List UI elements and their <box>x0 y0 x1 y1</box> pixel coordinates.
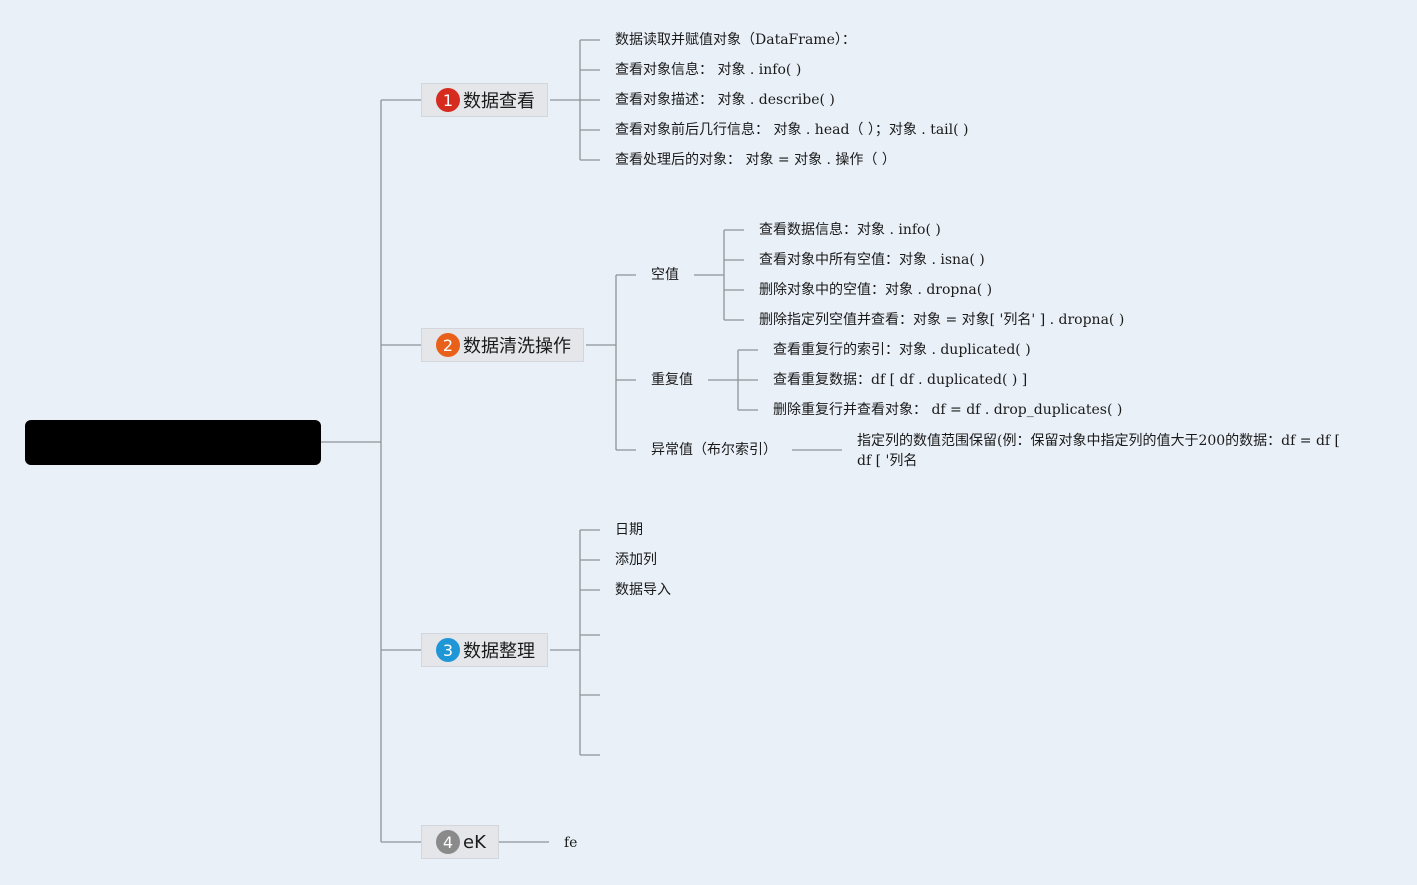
branch-data-organize[interactable]: 3 数据整理 <box>421 633 548 667</box>
leaf-item[interactable]: 查看对象前后几行信息： 对象 . head（ ）；对象 . tail( ) <box>615 122 969 138</box>
number-badge-4: 4 <box>436 830 460 854</box>
branch-title: eK <box>463 831 486 853</box>
leaf-item[interactable]: 查看重复行的索引：对象 . duplicated( ) <box>773 342 1031 358</box>
leaf-item[interactable]: 查看对象信息： 对象 . info( ) <box>615 62 802 78</box>
number-badge-3: 3 <box>436 638 460 662</box>
leaf-item[interactable]: 数据读取并赋值对象（DataFrame）： <box>615 32 856 48</box>
leaf-item[interactable]: fe <box>564 835 578 851</box>
number-badge-2: 2 <box>436 333 460 357</box>
subtopic-outliers[interactable]: 异常值（布尔索引） <box>651 442 777 458</box>
leaf-item[interactable]: 查看处理后的对象： 对象 = 对象 . 操作（ ） <box>615 152 896 168</box>
leaf-item[interactable]: 查看对象中所有空值：对象 . isna( ) <box>759 252 985 268</box>
branch-title: 数据查看 <box>463 91 535 112</box>
leaf-item[interactable]: 数据导入 <box>615 582 671 598</box>
root-node[interactable] <box>25 420 321 465</box>
leaf-item[interactable]: 日期 <box>615 522 643 538</box>
number-badge-1: 1 <box>436 88 460 112</box>
leaf-item[interactable]: 指定列的数值范围保留(例：保留对象中指定列的值大于200的数据：df = df … <box>857 433 1341 469</box>
leaf-item[interactable]: 查看数据信息：对象 . info( ) <box>759 222 941 238</box>
subtopic-duplicates[interactable]: 重复值 <box>651 372 693 388</box>
leaf-item[interactable]: 删除重复行并查看对象： df = df . drop_duplicates( ) <box>773 402 1123 418</box>
leaf-item[interactable]: 添加列 <box>615 552 657 568</box>
leaf-item[interactable]: 查看对象描述： 对象 . describe( ) <box>615 92 835 108</box>
leaf-item[interactable]: 删除对象中的空值：对象 . dropna( ) <box>759 282 993 298</box>
branch-title: 数据整理 <box>463 641 535 662</box>
branch-data-view[interactable]: 1 数据查看 <box>421 83 548 117</box>
leaf-item[interactable]: 删除指定列空值并查看：对象 = 对象[ '列名' ] . dropna( ) <box>759 312 1125 328</box>
branch-data-cleaning[interactable]: 2 数据清洗操作 <box>421 328 584 362</box>
subtopic-null-values[interactable]: 空值 <box>651 267 679 283</box>
leaf-item[interactable]: 查看重复数据：df [ df . duplicated( ) ] <box>773 372 1028 388</box>
branch-ek[interactable]: 4 eK <box>421 825 499 859</box>
branch-title: 数据清洗操作 <box>463 336 571 357</box>
